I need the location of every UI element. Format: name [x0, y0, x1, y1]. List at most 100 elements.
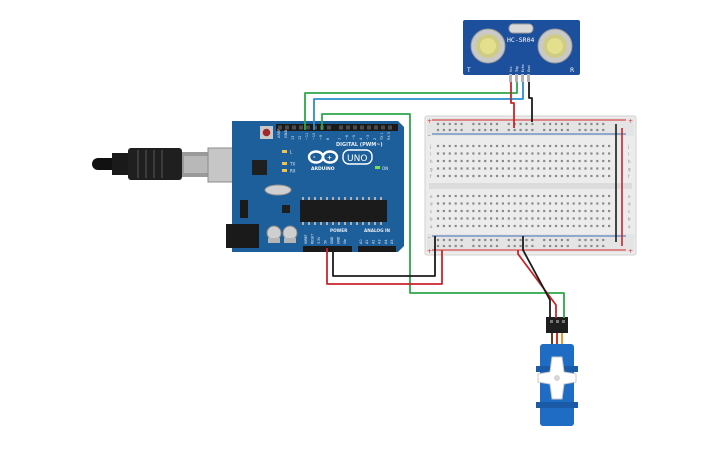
breadboard-hole [472, 174, 475, 178]
breadboard-hole [478, 217, 481, 220]
breadboard-hole [549, 202, 552, 205]
breadboard-hole [578, 224, 581, 228]
breadboard-hole [578, 244, 581, 248]
breadboard-hole [543, 144, 546, 148]
breadboard-hole [436, 244, 440, 248]
breadboard-hole [537, 209, 540, 213]
breadboard-hole [525, 217, 528, 220]
breadboard-hole [578, 144, 581, 148]
sensor-pin-label: Echo [521, 64, 525, 72]
breadboard-hole [448, 159, 451, 163]
breadboard-hole [537, 174, 540, 178]
breadboard-hole [584, 244, 587, 248]
breadboard-hole [549, 194, 552, 198]
breadboard-hole [596, 167, 599, 170]
breadboard-hole [513, 152, 516, 155]
breadboard-hole [513, 238, 516, 242]
breadboard-hole [495, 144, 499, 148]
breadboard-hole [507, 152, 510, 155]
breadboard-row-label: e [430, 194, 433, 199]
breadboard-hole [436, 202, 440, 205]
breadboard-hole [549, 244, 552, 248]
breadboard-hole [572, 174, 575, 178]
receiver-icon [537, 28, 573, 64]
breadboard-hole [590, 238, 593, 242]
breadboard-hole [602, 238, 605, 242]
breadboard-hole [495, 159, 499, 163]
breadboard-hole [442, 167, 445, 170]
breadboard-hole [507, 128, 510, 132]
breadboard-hole [495, 128, 499, 132]
breadboard-hole [484, 159, 487, 163]
breadboard-hole [608, 224, 611, 228]
breadboard-row-label: g [430, 167, 433, 172]
on-label: ON [382, 166, 388, 171]
svg-text:+: + [327, 155, 332, 162]
breadboard-hole [501, 217, 504, 220]
breadboard-hole [436, 152, 440, 155]
analog-header [358, 246, 396, 252]
breadboard-hole [584, 128, 587, 132]
breadboard-hole [507, 238, 510, 242]
breadboard-hole [531, 238, 534, 242]
analog-pin-label: A0 [359, 240, 363, 244]
digital-pin-label: TX 1 [380, 132, 384, 141]
breadboard-hole [560, 217, 563, 220]
breadboard-hole [566, 224, 569, 228]
breadboard-hole [572, 167, 575, 170]
wire-servo-power [517, 250, 557, 318]
breadboard-hole [554, 217, 558, 220]
breadboard-row-label: f [430, 174, 432, 179]
breadboard-hole [442, 238, 445, 242]
digital-pin-label: 7 [338, 138, 342, 140]
breadboard-hole [442, 209, 445, 213]
breadboard-hole [507, 224, 510, 228]
digital-pin-label: ~6 [345, 135, 349, 140]
breadboard-hole [543, 238, 546, 242]
breadboard-hole [554, 167, 558, 170]
digital-pin-label: ~3 [366, 135, 370, 140]
breadboard-hole [554, 128, 558, 132]
breadboard-hole [466, 224, 469, 228]
power-pin-label: GND [330, 236, 334, 244]
breadboard-hole [454, 202, 457, 205]
breadboard-hole [590, 194, 593, 198]
breadboard-hole [566, 209, 569, 213]
breadboard-hole [490, 167, 493, 170]
small-chip [282, 205, 290, 213]
breadboard-hole [478, 167, 481, 170]
breadboard-hole [596, 244, 599, 248]
breadboard-row-label: e [628, 194, 631, 199]
breadboard-hole [442, 224, 445, 228]
breadboard-hole [560, 152, 563, 155]
breadboard-row-label: j [627, 144, 629, 149]
breadboard-hole [596, 122, 599, 126]
breadboard-hole [478, 159, 481, 163]
power-pin-label: RESET [311, 234, 315, 244]
breadboard-hole [572, 152, 575, 155]
arduino-logo [307, 150, 339, 164]
breadboard-hole [596, 202, 599, 205]
digital-pin-label: 12 [298, 136, 302, 140]
breadboard-hole [560, 174, 563, 178]
breadboard-hole [525, 152, 528, 155]
breadboard-hole [472, 159, 475, 163]
transmitter-icon [470, 28, 506, 64]
breadboard-hole [549, 238, 552, 242]
breadboard-hole [442, 128, 445, 132]
breadboard-hole [525, 159, 528, 163]
breadboard-hole [484, 244, 487, 248]
breadboard-hole [495, 194, 499, 198]
aref-label: AREF [277, 129, 281, 138]
breadboard-hole [549, 159, 552, 163]
breadboard-hole [442, 174, 445, 178]
breadboard-hole [501, 224, 504, 228]
breadboard-hole [448, 152, 451, 155]
breadboard-hole [549, 128, 552, 132]
usb-cable-strain [112, 153, 130, 175]
breadboard-hole [584, 217, 587, 220]
capacitor-1 [266, 225, 282, 241]
breadboard-row-label: i [628, 152, 629, 157]
breadboard-hole [466, 209, 469, 213]
